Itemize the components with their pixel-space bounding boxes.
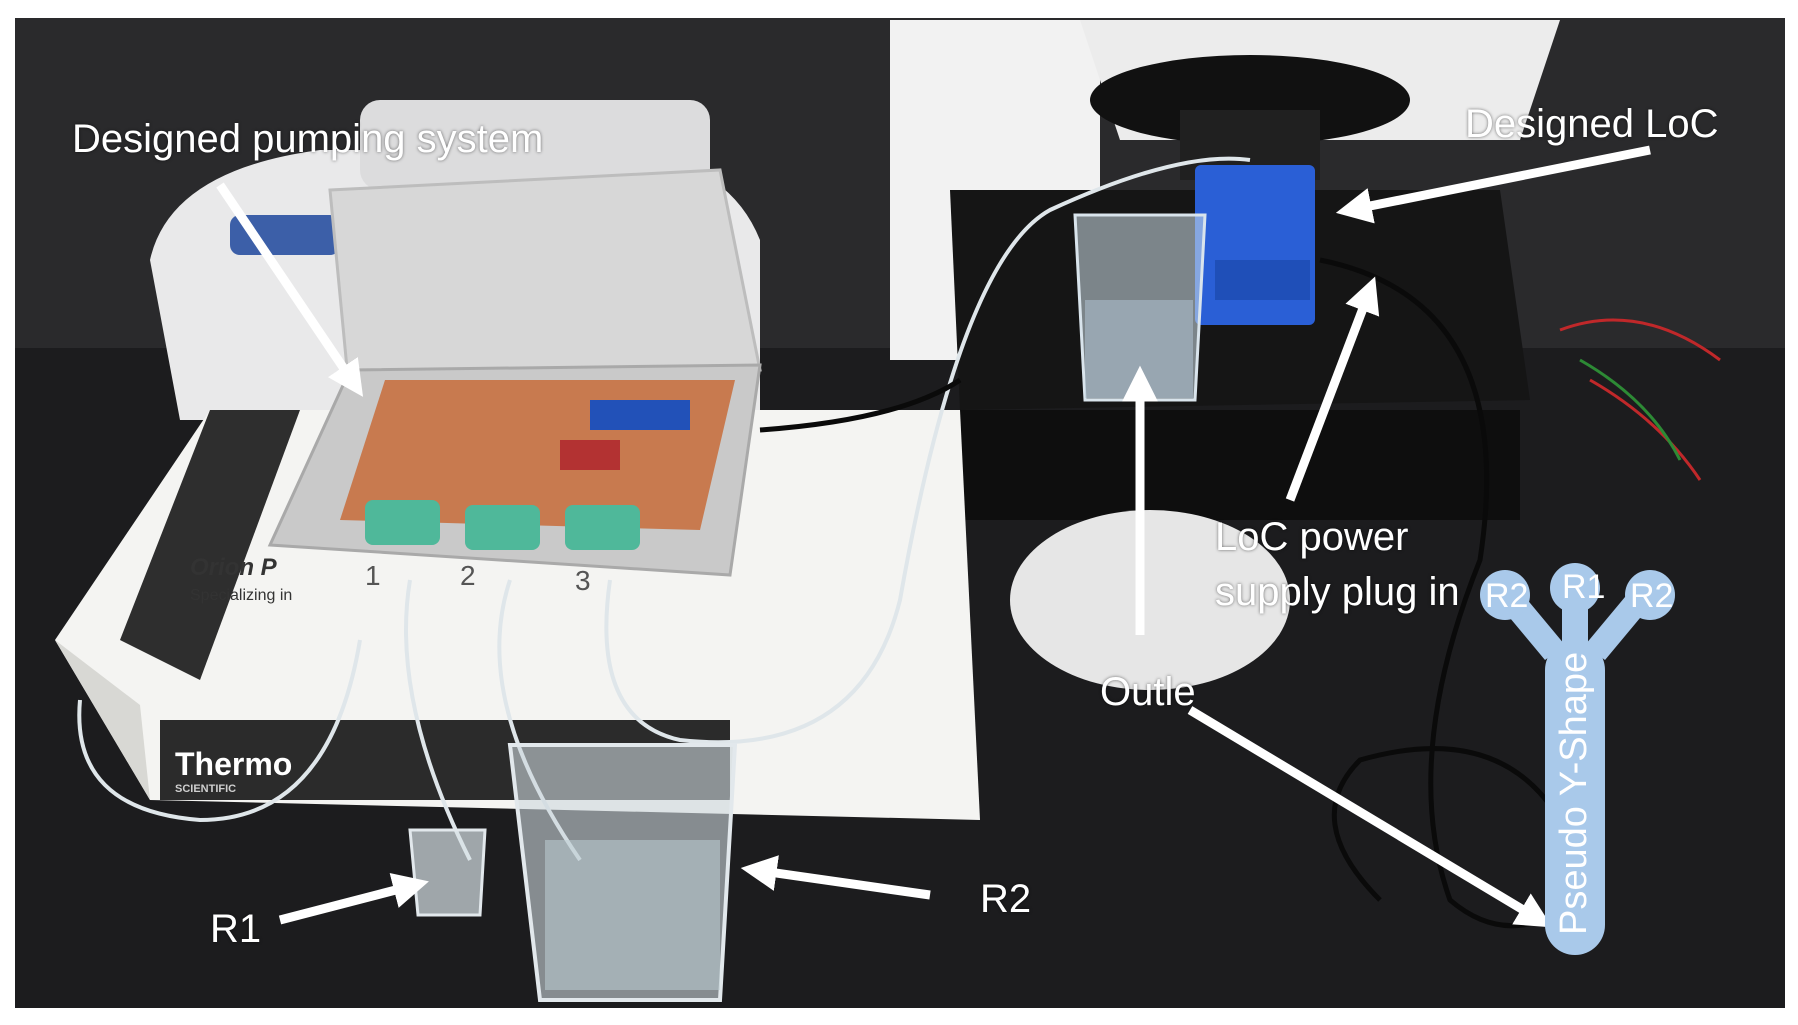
stage-lower [960,410,1520,520]
r1-beaker [408,828,487,917]
yshape-title: Pseudo Y-Shape [1553,651,1595,935]
tube-return [77,639,362,823]
green-wire [1579,358,1682,461]
arrow-r1 [278,872,429,925]
label-r1: R1 [210,907,262,951]
y-shape-inlet-right [1625,570,1675,620]
loc-holder-slot [1215,260,1310,300]
yshape-label-center: R1 [1562,568,1606,606]
box-product: Orion P [190,554,278,581]
y-shape-inlet-center [1550,563,1600,613]
red-wires [1559,318,1721,481]
microscope-base [1010,510,1290,690]
objective-turret [1090,55,1410,145]
cables [759,257,1602,929]
bluetooth-module [560,440,620,470]
pump-2 [465,505,540,550]
y-shape-diagram [1480,563,1675,955]
label-r2: R2 [980,877,1032,921]
channel-label-2: 2 [460,560,476,591]
pump-3 [565,505,640,550]
label-loc-power-line2: supply plug in [1215,570,1460,614]
arrow-r2 [740,855,931,900]
yshape-label-right: R2 [1630,577,1674,615]
arrow-designed-loc [1335,145,1651,224]
channel-label-3: 3 [575,565,591,596]
loc-cable [1319,257,1602,929]
power-cable [759,377,962,433]
pump-1 [365,500,440,545]
microcontroller-board [590,400,690,430]
box-brand-sub: SCIENTIFIC [175,783,236,795]
label-designed-pumping-system: Designed pumping system [72,117,544,161]
label-designed-loc: Designed LoC [1465,102,1719,146]
pumps [365,500,640,550]
thermo-box-flap [55,640,150,800]
yshape-label-left: R2 [1485,577,1529,615]
arrow-pumping-system [216,182,364,397]
thermo-box-side-band [120,410,300,680]
tube-3 [604,156,1251,745]
tube-1 [404,579,472,861]
arrow-outlet-to-yshape [1187,706,1553,928]
y-shape-inlet-left [1480,570,1530,620]
arrow-loc-power [1285,276,1380,502]
stirrer-top [360,100,710,190]
label-loc-power-line1: LoC power [1215,515,1409,559]
y-shape-main-channel [1545,640,1605,955]
r2-beaker-liquid [545,840,720,990]
box-brand: Thermo [175,746,292,782]
loc-cable-loop [1331,746,1563,902]
label-outlet: Outle [1100,670,1196,714]
box-tagline: Specializing in [190,587,292,604]
annotation-arrows [216,145,1651,928]
loc-holder [1195,165,1315,325]
channel-label-1: 1 [365,560,381,591]
